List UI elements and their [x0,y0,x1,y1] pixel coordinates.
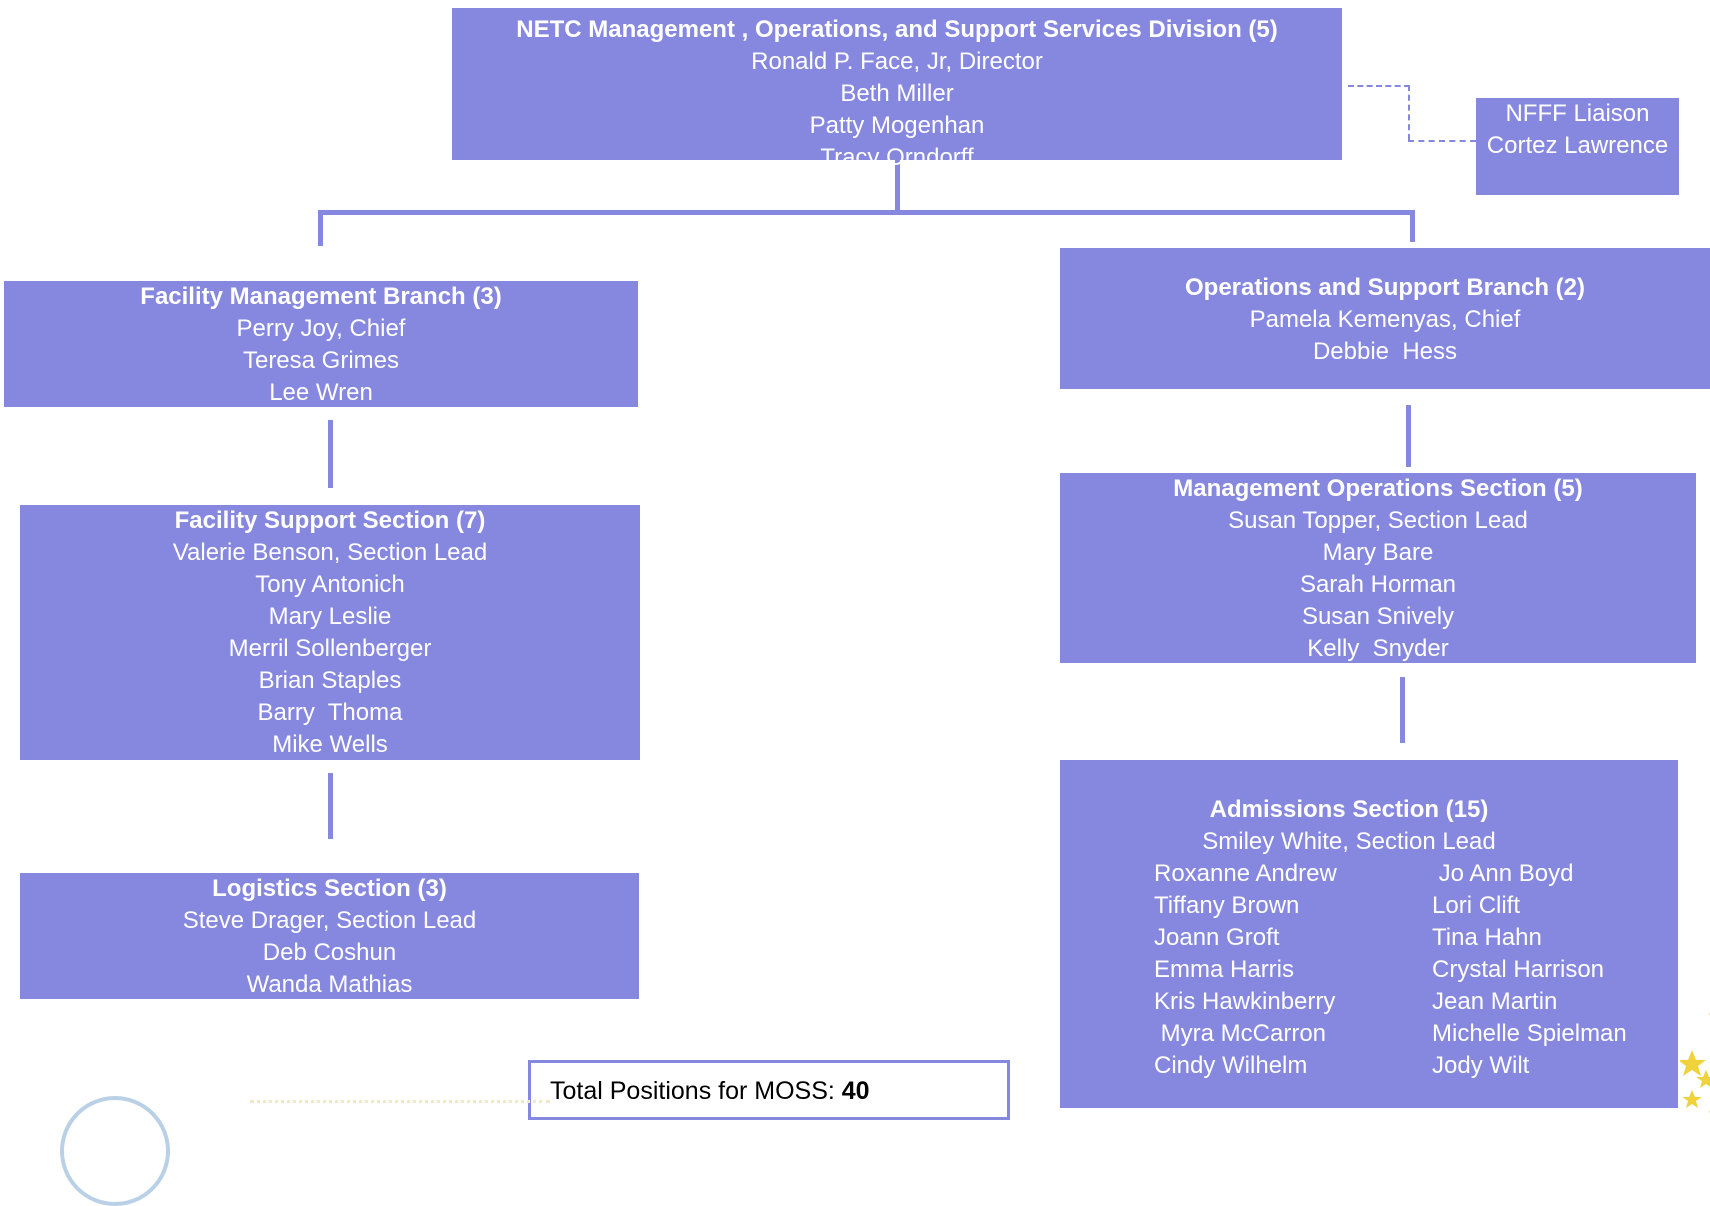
decorative-dots [250,1100,550,1106]
connector-horizontal-bus [318,210,1415,215]
liaison-dash-vertical [1408,85,1410,140]
admissions-member: Tiffany Brown [1154,892,1300,919]
facility-support-member: Valerie Benson, Section Lead [172,539,488,566]
division-title: NETC Management , Operations, and Suppor… [516,16,1278,43]
liaison-dash-top [1348,85,1410,87]
total-positions-value: 40 [841,1077,870,1105]
facility-support-box: Facility Support Section (7) Valerie Ben… [20,505,640,760]
facility-branch-title: Facility Management Branch (3) [140,283,502,310]
admissions-member: Jo Ann Boyd [1432,860,1574,887]
facility-branch-member: Perry Joy, Chief [236,315,406,342]
admissions-member: Cindy Wilhelm [1154,1052,1308,1079]
liaison-member: Cortez Lawrence [1486,132,1669,159]
facility-support-member: Merril Sollenberger [228,635,432,662]
logistics-member: Deb Coshun [262,939,397,966]
admissions-member: Michelle Spielman [1432,1020,1627,1047]
ops-branch-member: Pamela Kemenyas, Chief [1249,306,1521,333]
mgmt-ops-title: Management Operations Section (5) [1173,475,1583,502]
mgmt-ops-member: Mary Bare [1322,539,1434,566]
mgmt-ops-member: Kelly Snyder [1307,635,1449,662]
facility-support-member: Brian Staples [258,667,402,694]
ops-branch-title: Operations and Support Branch (2) [1184,274,1586,301]
admissions-member: Emma Harris [1154,956,1295,983]
liaison-box: NFFF Liaison Cortez Lawrence [1476,98,1679,195]
facility-support-member: Barry Thoma [257,699,403,726]
facility-support-member: Tony Antonich [255,571,405,598]
admissions-member: Joann Groft [1154,924,1280,951]
logistics-box: Logistics Section (3) Steve Drager, Sect… [20,873,639,999]
admissions-member: Roxanne Andrew [1154,860,1337,887]
logistics-member: Steve Drager, Section Lead [182,907,477,934]
admissions-member: Jean Martin [1432,988,1558,1015]
connector-facility-branch-to-support [328,420,333,488]
connector-ops-branch-to-mgmt-ops [1406,405,1411,467]
admissions-member: Crystal Harrison [1432,956,1605,983]
admissions-member: Lori Clift [1432,892,1521,919]
connector-mgmt-ops-to-admissions [1400,677,1405,743]
connector-to-ops-branch [1410,210,1415,242]
division-member: Beth Miller [840,80,954,107]
mgmt-ops-member: Susan Snively [1301,603,1455,630]
connector-division-down [895,160,900,212]
liaison-title: NFFF Liaison [1505,100,1650,127]
facility-branch-member: Lee Wren [269,379,373,406]
mgmt-ops-box: Management Operations Section (5) Susan … [1060,473,1696,663]
division-box: NETC Management , Operations, and Suppor… [452,8,1342,171]
facility-branch-member: Teresa Grimes [242,347,400,374]
admissions-member: Jody Wilt [1432,1052,1530,1079]
division-member: Ronald P. Face, Jr, Director [751,48,1043,75]
star-logo-icon [1680,1012,1710,1114]
total-positions-label: Total Positions for MOSS: [550,1077,842,1105]
logistics-member: Wanda Mathias [246,971,413,998]
mgmt-ops-member: Susan Topper, Section Lead [1228,507,1528,534]
ops-branch-box: Operations and Support Branch (2) Pamela… [1060,248,1710,389]
facility-support-member: Mike Wells [272,731,388,758]
connector-support-to-logistics [328,773,333,839]
division-member: Patty Mogenhan [809,112,985,139]
admissions-title: Admissions Section (15) [1209,796,1489,823]
admissions-lead: Smiley White, Section Lead [1202,828,1496,855]
facility-branch-box: Facility Management Branch (3) Perry Joy… [4,281,638,407]
logistics-title: Logistics Section (3) [212,875,447,902]
total-positions-box: Total Positions for MOSS: 40 [528,1060,1010,1120]
ops-branch-member: Debbie Hess [1312,338,1458,365]
connector-to-facility-branch [318,210,323,246]
liaison-dash-bottom [1408,140,1476,142]
mgmt-ops-member: Sarah Horman [1299,571,1457,598]
facility-support-member: Mary Leslie [268,603,392,630]
admissions-member: Kris Hawkinberry [1154,988,1336,1015]
admissions-member: Tina Hahn [1432,924,1542,951]
admissions-member: Myra McCarron [1154,1020,1327,1047]
agency-seal-icon [60,1096,170,1206]
admissions-box: Admissions Section (15) Smiley White, Se… [1060,760,1678,1108]
division-member: Tracy Orndorff [820,144,974,171]
facility-support-title: Facility Support Section (7) [174,507,486,534]
